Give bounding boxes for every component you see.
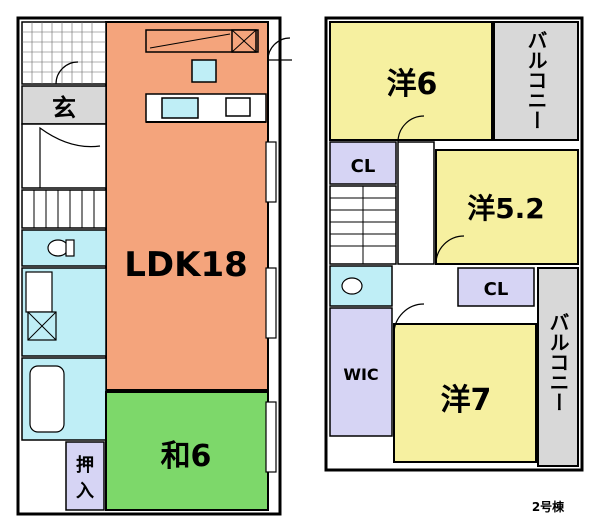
closet-lower [457,267,535,307]
label-ldk: LDK18 [124,245,248,285]
label-wic: WIC [343,365,378,384]
label-cl-upper: CL [351,156,376,177]
label-yo7: 洋7 [441,383,492,418]
label-balcony-bottom: バルコニー [546,312,570,412]
yo52-room [435,149,579,265]
wic-room [329,307,393,437]
label-genkan: 玄 [52,94,76,122]
closet-upper [329,141,397,185]
label-balcony-top: バルコニー [524,30,548,130]
label-washitsu: 和6 [161,439,212,474]
oshiire [65,441,105,511]
first-floor [16,16,292,516]
unit-label: 2号棟 [532,499,565,514]
label-oshiire-1: 押 [76,454,94,476]
label-yo52: 洋5.2 [467,192,545,225]
balcony-top [493,21,579,141]
balcony-bottom [537,267,579,467]
second-floor [324,16,584,472]
yo6-room [329,21,493,141]
ldk-room [105,21,269,391]
label-cl-lower: CL [484,279,509,300]
kitchen-sink [161,97,199,119]
yo7-room [393,323,537,463]
toilet-2f [329,265,393,307]
stove [225,97,251,117]
label-yo6: 洋6 [387,67,438,102]
label-oshiire-2: 入 [76,481,94,502]
